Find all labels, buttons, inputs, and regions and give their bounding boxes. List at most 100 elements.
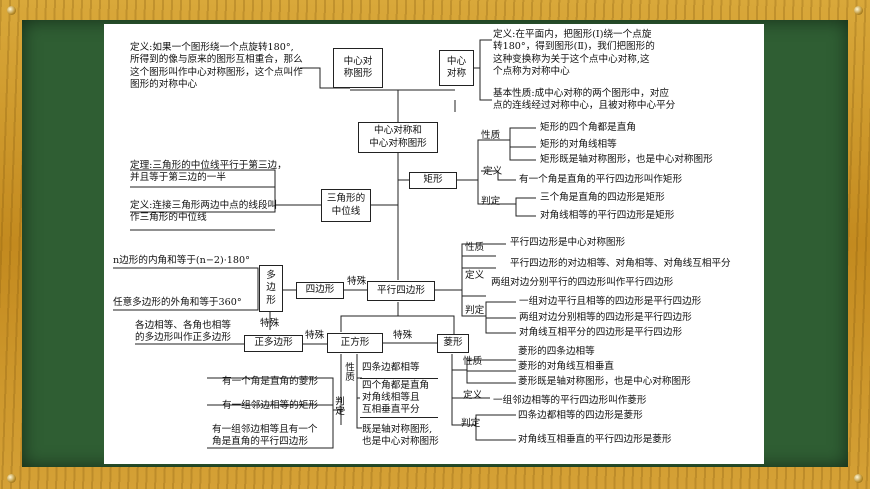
box-label: 矩形 (423, 174, 443, 186)
rectangle-property: 矩形既是轴对称图形，也是中心对称图形 (540, 154, 713, 165)
nail-icon (7, 6, 16, 15)
square-judgement-label: 判定 (333, 396, 344, 416)
text-line: 定义:连接三角形两边中点的线段叫 (130, 200, 278, 211)
nail-icon (854, 6, 863, 15)
box-label: 对称 (446, 68, 467, 79)
midline-definition: 定义:连接三角形两边中点的线段叫 作三角形的中位线 (130, 200, 277, 225)
text-line: 的多边形叫作正多边形 (135, 332, 231, 344)
rectangle-definition: 有一个角是直角的平行四边形叫作矩形 (519, 174, 683, 185)
box-label: 正多边形 (254, 337, 293, 349)
rectangle-property: 矩形的四个角都是直角 (540, 122, 636, 133)
nail-icon (7, 474, 16, 483)
center-title-line1: 中心对称和 (374, 125, 422, 137)
central-symmetric-figure-box: 中心对 称图形 (333, 48, 383, 88)
text-line: 所得到的像与原来的图形互相重合，那么 (130, 54, 303, 66)
box-label: 正方形 (340, 336, 370, 348)
square-symmetry-property: 既是轴对称图形, 也是中心对称图形 (362, 424, 439, 449)
rectangle-definition-label: 定义 (483, 166, 503, 177)
parallelogram-judgement-label: 判定 (465, 305, 485, 316)
text-line: 图形的对称中心 (130, 78, 198, 90)
text-line: 点的连线经过对称中心，且被对称中心平分 (493, 100, 676, 112)
regular-polygon-definition: 各边相等、各角也相等 的多边形叫作正多边形 (135, 320, 231, 345)
rhombus-property-label: 性质 (463, 356, 483, 367)
box-label: 中位线 (331, 205, 361, 217)
square-judgement: 有一组邻边相等且有一个 角是直角的平行四边形 (212, 424, 318, 449)
center-topic-box: 中心对称和 中心对称图形 (358, 122, 438, 153)
text-line: 定理:三角形的中位线平行于第三边， (130, 160, 287, 171)
text-line: 这种变换称为关于这个点中心对称,这 (493, 53, 650, 65)
box-label: 平行四边形 (377, 284, 425, 296)
box-label: 称图形 (343, 68, 373, 79)
special-label: 特殊 (305, 330, 325, 341)
text-line: 并且等于第三边的一半 (130, 172, 226, 184)
center-title-line2: 中心对称图形 (369, 137, 427, 149)
parallelogram-judgement: 两组对边分别相等的四边形是平行四边形 (519, 312, 692, 323)
regular-polygon-box: 正多边形 (244, 335, 303, 352)
parallelogram-definition-label: 定义 (465, 270, 485, 281)
text-line: 角是直角的平行四边形 (212, 436, 308, 448)
parallelogram-property: 平行四边形是中心对称图形 (510, 237, 626, 248)
box-label: 边 (266, 282, 276, 294)
parallelogram-property-label: 性质 (465, 242, 485, 253)
rhombus-judgement-label: 判定 (461, 418, 481, 429)
central-symmetry-definition: 定义:在平面内，把图形(Ⅰ)绕一个点旋 转180°，得到图形(Ⅱ)，我们把图形的… (493, 29, 655, 78)
square-judgement: 有一组邻边相等的矩形 (222, 400, 318, 411)
central-symmetry-box: 中心 对称 (439, 50, 474, 86)
box-label: 形 (266, 294, 276, 306)
parallelogram-property: 平行四边形的对边相等、对角相等、对角线互相平分 (510, 258, 731, 269)
rhombus-property: 菱形的四条边相等 (518, 346, 595, 357)
box-label: 多 (266, 270, 276, 282)
rhombus-property: 菱形既是轴对称图形，也是中心对称图形 (518, 376, 691, 387)
rectangle-property-label: 性质 (481, 130, 501, 141)
rhombus-judgement: 对角线互相垂直的平行四边形是菱形 (518, 434, 672, 445)
text-line: 也是中心对称图形 (362, 436, 439, 448)
parallelogram-definition: 两组对边分别平行的四边形叫作平行四边形 (491, 277, 674, 288)
box-label: 中心 (446, 55, 467, 67)
square-judgement: 有一个角是直角的菱形 (222, 376, 318, 387)
special-label: 特殊 (393, 330, 413, 341)
square-property-group: 四个角都是直角 对角线相等且 互相垂直平分 (360, 378, 438, 418)
square-box: 正方形 (327, 333, 383, 353)
text-line: 转180°，得到图形(Ⅱ)，我们把图形的 (493, 41, 655, 53)
text-line: 这个图形叫作中心对称图形，这个点叫作 (130, 66, 303, 78)
central-figure-definition: 定义:如果一个图形绕一个点旋转180°, 所得到的像与原来的图形互相重合，那么 … (130, 42, 303, 91)
rectangle-judgement: 三个角是直角的四边形是矩形 (540, 192, 665, 203)
quadrilateral-box: 四边形 (296, 282, 344, 299)
rectangle-judgement-label: 判定 (481, 196, 501, 207)
square-property: 对角线相等且 (362, 391, 420, 403)
square-property: 四个角都是直角 (362, 379, 430, 391)
midline-theorem: 定理:三角形的中位线平行于第三边， 并且等于第三边的一半 (130, 160, 287, 185)
special-label: 特殊 (347, 276, 367, 287)
nail-icon (854, 474, 863, 483)
text-line: 定义:在平面内，把图形(Ⅰ)绕一个点旋 (493, 29, 652, 40)
rectangle-box: 矩形 (409, 172, 457, 189)
rhombus-box: 菱形 (437, 334, 469, 353)
parallelogram-judgement: 一组对边平行且相等的四边形是平行四边形 (519, 296, 702, 307)
text-line: 基本性质:成中心对称的两个图形中，对应 (493, 88, 669, 99)
text-line: 各边相等、各角也相等 (135, 320, 231, 331)
polygon-box: 多 边 形 (259, 265, 283, 312)
interior-angle-sum: n边形的内角和等于(n−2)·180° (113, 255, 250, 266)
rhombus-definition: 一组邻边相等的平行四边形叫作菱形 (493, 395, 647, 406)
rectangle-judgement: 对角线相等的平行四边形是矩形 (540, 210, 675, 221)
box-label: 中心对 (343, 55, 373, 67)
exterior-angle-sum: 任意多边形的外角和等于360° (113, 297, 242, 308)
parallelogram-box: 平行四边形 (367, 281, 435, 301)
text-line: 定义:如果一个图形绕一个点旋转180°, (130, 42, 294, 53)
central-symmetry-property: 基本性质:成中心对称的两个图形中，对应 点的连线经过对称中心，且被对称中心平分 (493, 88, 675, 113)
box-label: 三角形的 (326, 193, 366, 205)
box-label: 四边形 (305, 284, 335, 296)
rhombus-property: 菱形的对角线互相垂直 (518, 361, 614, 372)
rhombus-judgement: 四条边都相等的四边形是菱形 (518, 410, 643, 421)
triangle-midline-box: 三角形的 中位线 (321, 189, 371, 222)
parallelogram-judgement: 对角线互相平分的四边形是平行四边形 (519, 327, 683, 338)
box-label: 菱形 (443, 337, 463, 349)
text-line: 既是轴对称图形, (362, 424, 433, 435)
rhombus-definition-label: 定义 (463, 390, 483, 401)
text-line: 有一组邻边相等且有一个 (212, 424, 318, 435)
special-label: 特殊 (260, 318, 280, 329)
text-line: 作三角形的中位线 (130, 212, 207, 224)
square-property: 互相垂直平分 (362, 404, 420, 416)
square-property-label: 性质 (343, 362, 354, 382)
